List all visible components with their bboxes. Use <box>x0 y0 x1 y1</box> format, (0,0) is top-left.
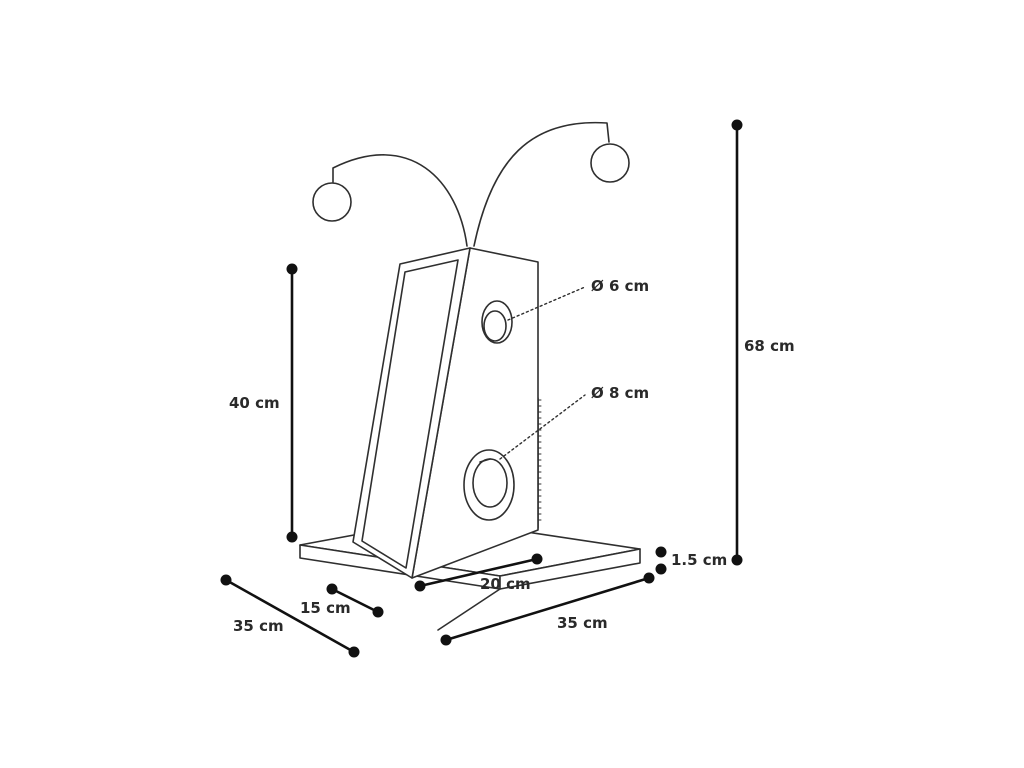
dim-base-thickness <box>655 546 667 575</box>
tower-height-label: 40 cm <box>229 394 280 412</box>
tower <box>352 247 539 579</box>
toy-arm-right <box>473 121 630 247</box>
dim-tower-depth <box>326 583 384 618</box>
hole-small-label: Ø 6 cm <box>591 277 650 295</box>
dim-total-height <box>731 119 743 566</box>
hole-large <box>463 449 515 521</box>
base-depth-label: 35 cm <box>233 617 284 635</box>
dim-tower-width <box>414 553 543 592</box>
dim-base-depth <box>220 574 360 658</box>
base-width-label: 35 cm <box>557 614 608 632</box>
toy-arm-left <box>312 154 468 247</box>
hole-large-label: Ø 8 cm <box>591 384 650 402</box>
dim-base-width <box>440 572 655 646</box>
leader-hole-small <box>507 286 586 321</box>
tower-width-label: 20 cm <box>480 575 531 593</box>
total-height-label: 68 cm <box>744 337 795 355</box>
tower-depth-label: 15 cm <box>300 599 351 617</box>
dim-tower-height <box>286 263 298 543</box>
hole-small <box>481 300 513 344</box>
base-thickness-label: 1.5 cm <box>671 551 728 569</box>
